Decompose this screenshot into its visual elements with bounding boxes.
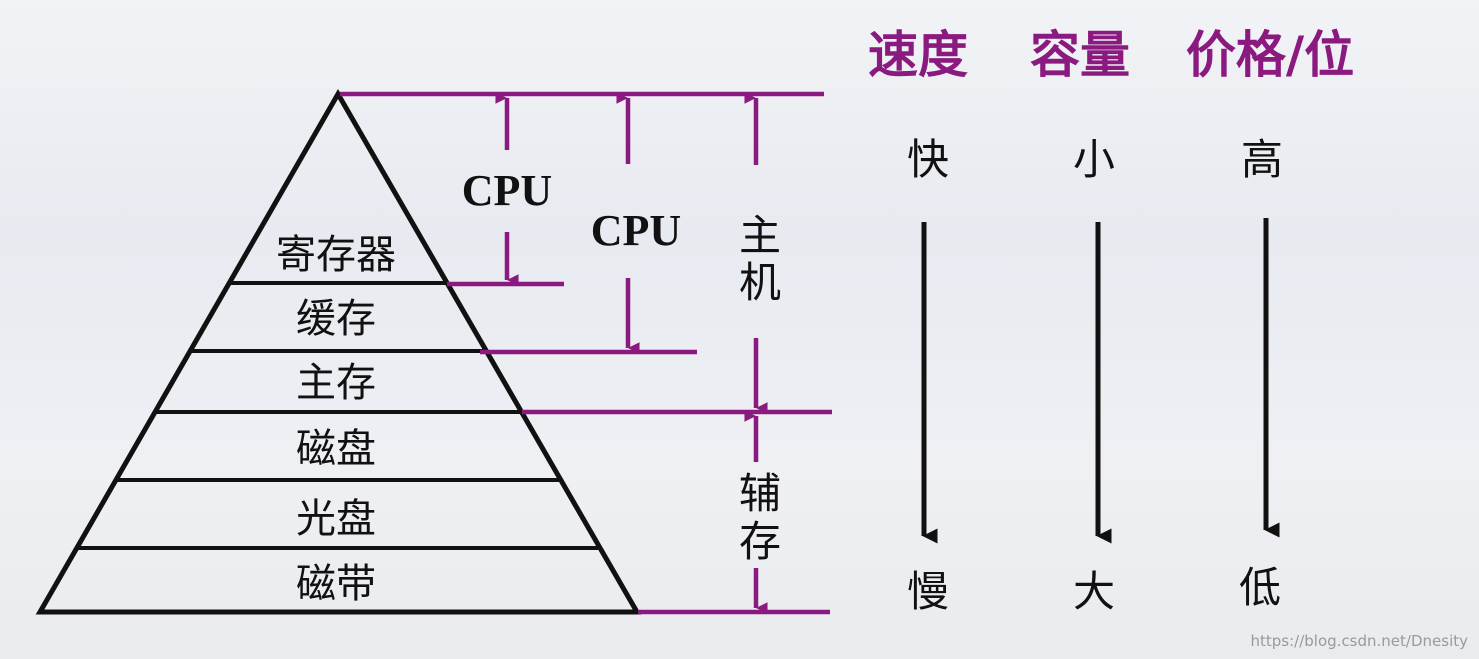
price-bottom-value: 低 <box>1239 563 1281 612</box>
host-label-char: 主 <box>739 211 781 260</box>
price-top-value: 高 <box>1241 135 1283 184</box>
tier-label-tape: 磁带 <box>296 561 376 607</box>
header-capacity: 容量 <box>1030 26 1130 84</box>
watermark: https://blog.csdn.net/Dnesity <box>1251 632 1469 650</box>
tier-label-disk: 磁盘 <box>296 426 376 472</box>
tier-label-optical-disc: 光盘 <box>296 496 376 542</box>
auxiliary-label-char: 存 <box>739 517 781 566</box>
capacity-bottom-value: 大 <box>1073 567 1115 616</box>
speed-bottom-value: 慢 <box>907 567 949 616</box>
tier-label-cache: 缓存 <box>296 296 376 342</box>
header-price-per-bit: 价格/位 <box>1186 26 1354 84</box>
capacity-top-value: 小 <box>1073 135 1115 184</box>
tier-label-registers: 寄存器 <box>276 232 396 278</box>
auxiliary-label-char: 辅 <box>739 469 781 518</box>
cpu-inner-label: CPU <box>462 166 552 215</box>
host-label-char: 机 <box>739 258 781 307</box>
speed-top-value: 快 <box>907 135 949 184</box>
cpu-outer-label: CPU <box>591 206 681 255</box>
tier-label-main-memory: 主存 <box>296 360 376 406</box>
header-speed: 速度 <box>868 26 968 84</box>
